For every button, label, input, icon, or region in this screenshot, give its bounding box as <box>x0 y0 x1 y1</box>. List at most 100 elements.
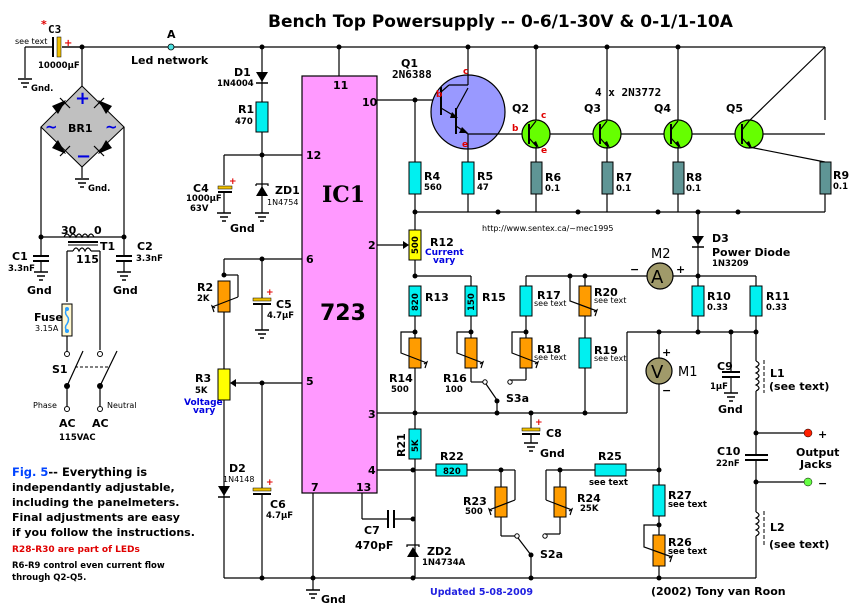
q2-emitter-label: e <box>541 146 547 156</box>
pin-6: 6 <box>306 253 314 266</box>
inductor-l2: L2 (see text) <box>754 482 829 578</box>
r11-value: 0.33 <box>766 303 787 313</box>
resistor-r17: R17 see text <box>519 275 625 338</box>
d2-part: 1N4148 <box>223 475 254 484</box>
r15-label: R15 <box>482 291 506 304</box>
gnd-label: Gnd <box>230 222 255 235</box>
resistor-r6: R6 0.1 <box>530 161 561 212</box>
resistor-r1: R1 470 <box>235 101 269 155</box>
diode-d2: D2 1N4148 <box>218 462 254 498</box>
pin10-net <box>377 97 440 162</box>
d1-part: 1N4004 <box>217 79 254 89</box>
r6-value: 0.1 <box>545 184 560 194</box>
resistor-r25: R25 see text <box>560 450 662 488</box>
m1-symbol: V <box>651 362 664 383</box>
resistor-r8: R8 0.1 <box>672 161 702 212</box>
q1-label: Q1 <box>401 57 418 70</box>
output-jack-positive[interactable] <box>803 428 813 438</box>
m2-plus: + <box>676 263 685 276</box>
r21-value: 5K <box>411 439 421 452</box>
resistor-r9: R9 0.1 <box>819 161 849 212</box>
transistor-q1: Q1 2N6388 b c e <box>392 47 825 162</box>
r2-value: 2K <box>197 294 210 304</box>
r8-value: 0.1 <box>686 184 701 194</box>
r17-value: see text <box>534 299 566 308</box>
br1-ac-left: ~ <box>45 118 58 136</box>
capacitor-c3: * C3 + see text 10000µF Gnd. <box>15 18 82 94</box>
gnd-label: Gnd <box>718 403 743 416</box>
r3-label: R3 <box>195 372 211 385</box>
emitter-bus <box>412 209 825 230</box>
r9-label: R9 <box>833 169 849 182</box>
r12-note-vary: vary <box>433 256 455 266</box>
br1-plus: + <box>75 88 90 109</box>
r5-label: R5 <box>477 170 493 183</box>
transformer-t1: 30 0 T1 115 <box>38 224 127 350</box>
r1-label: R1 <box>238 103 254 116</box>
transistor-q3: Q3 <box>584 47 622 162</box>
pin-13: 13 <box>356 481 371 494</box>
gnd-label: Gnd <box>321 593 346 606</box>
output-jacks-label-1: Output <box>796 446 839 459</box>
updated-date: Updated 5-08-2009 <box>430 587 533 598</box>
resistor-r4: R4 560 <box>408 161 442 212</box>
neutral-label: Neutral <box>107 401 137 410</box>
current-note-2: through Q2-Q5. <box>12 573 86 583</box>
svg-text:+: + <box>266 288 274 298</box>
r13-label: R13 <box>425 291 449 304</box>
m2-symbol: A <box>651 267 664 288</box>
q1-base-label: b <box>436 90 443 100</box>
gnd-label: Gnd <box>540 447 565 460</box>
fig-label: Fig. 5 <box>12 465 48 479</box>
r8-label: R8 <box>686 171 702 184</box>
c8-label: C8 <box>546 427 562 440</box>
capacitor-c2: C2 3.3nF Gnd <box>113 237 163 297</box>
s1-label: S1 <box>52 363 68 376</box>
r13-value: 820 <box>411 293 421 311</box>
capacitor-c8: + C8 Gnd <box>521 413 565 460</box>
resistor-r11: R11 0.33 <box>749 285 790 332</box>
capacitor-c7: C7 470pF <box>355 493 416 552</box>
br1-minus: − <box>76 146 91 167</box>
r2-label: R2 <box>197 281 213 294</box>
r20-value: see text <box>594 296 626 305</box>
c3-label: C3 <box>48 23 61 36</box>
power-transistor-part: 4 x 2N3772 <box>595 86 661 99</box>
zener-zd2: ZD2 1N4734A <box>406 544 466 568</box>
m2-label: M2 <box>651 247 671 262</box>
author-credit: (2002) Tony van Roon <box>651 585 786 598</box>
pin-2: 2 <box>368 239 376 252</box>
r9-value: 0.1 <box>833 182 848 192</box>
q2-collector-label: c <box>541 111 546 121</box>
gnd-label: Gnd <box>113 284 138 297</box>
transistor-q5: Q5 <box>726 46 826 163</box>
r19-label: R19 <box>594 344 618 357</box>
potentiometer-r24: R24 25K <box>545 467 601 535</box>
r26-value: see text <box>668 547 707 557</box>
c9-label: C9 <box>717 360 733 373</box>
pin-7: 7 <box>311 481 319 494</box>
transistor-q4: Q4 <box>654 47 693 162</box>
r16-value: 100 <box>445 385 463 395</box>
output-jack-negative[interactable] <box>803 477 813 487</box>
m1-minus: − <box>662 384 671 397</box>
t1-label: T1 <box>100 240 115 253</box>
transistor-q2: Q2 b c e <box>512 47 551 162</box>
output-jacks-label-2: Jacks <box>799 458 832 471</box>
q1-emitter-label: e <box>462 140 468 150</box>
svg-text:+: + <box>266 478 274 488</box>
r10-value: 0.33 <box>707 303 728 313</box>
r14-value: 500 <box>391 385 409 395</box>
c6-value: 4.7µF <box>266 511 293 521</box>
resistor-r22: 820 R22 <box>435 450 504 477</box>
diode-d1: D1 1N4004 <box>217 47 268 102</box>
capacitor-c5: + C5 4.7µF <box>252 259 294 339</box>
pin-11: 11 <box>333 79 348 92</box>
q1-collector-label: c <box>463 67 468 77</box>
caption-line-5: if you follow the instructions. <box>12 526 195 539</box>
c10-value: 22nF <box>716 459 740 469</box>
bridge-rectifier-br1: + − ~ ~ BR1 Gnd. <box>40 47 125 237</box>
caption-line-1: Fig. 5-- Everything is <box>12 465 147 479</box>
r27-value: see text <box>668 500 707 510</box>
r6-label: R6 <box>545 171 561 184</box>
